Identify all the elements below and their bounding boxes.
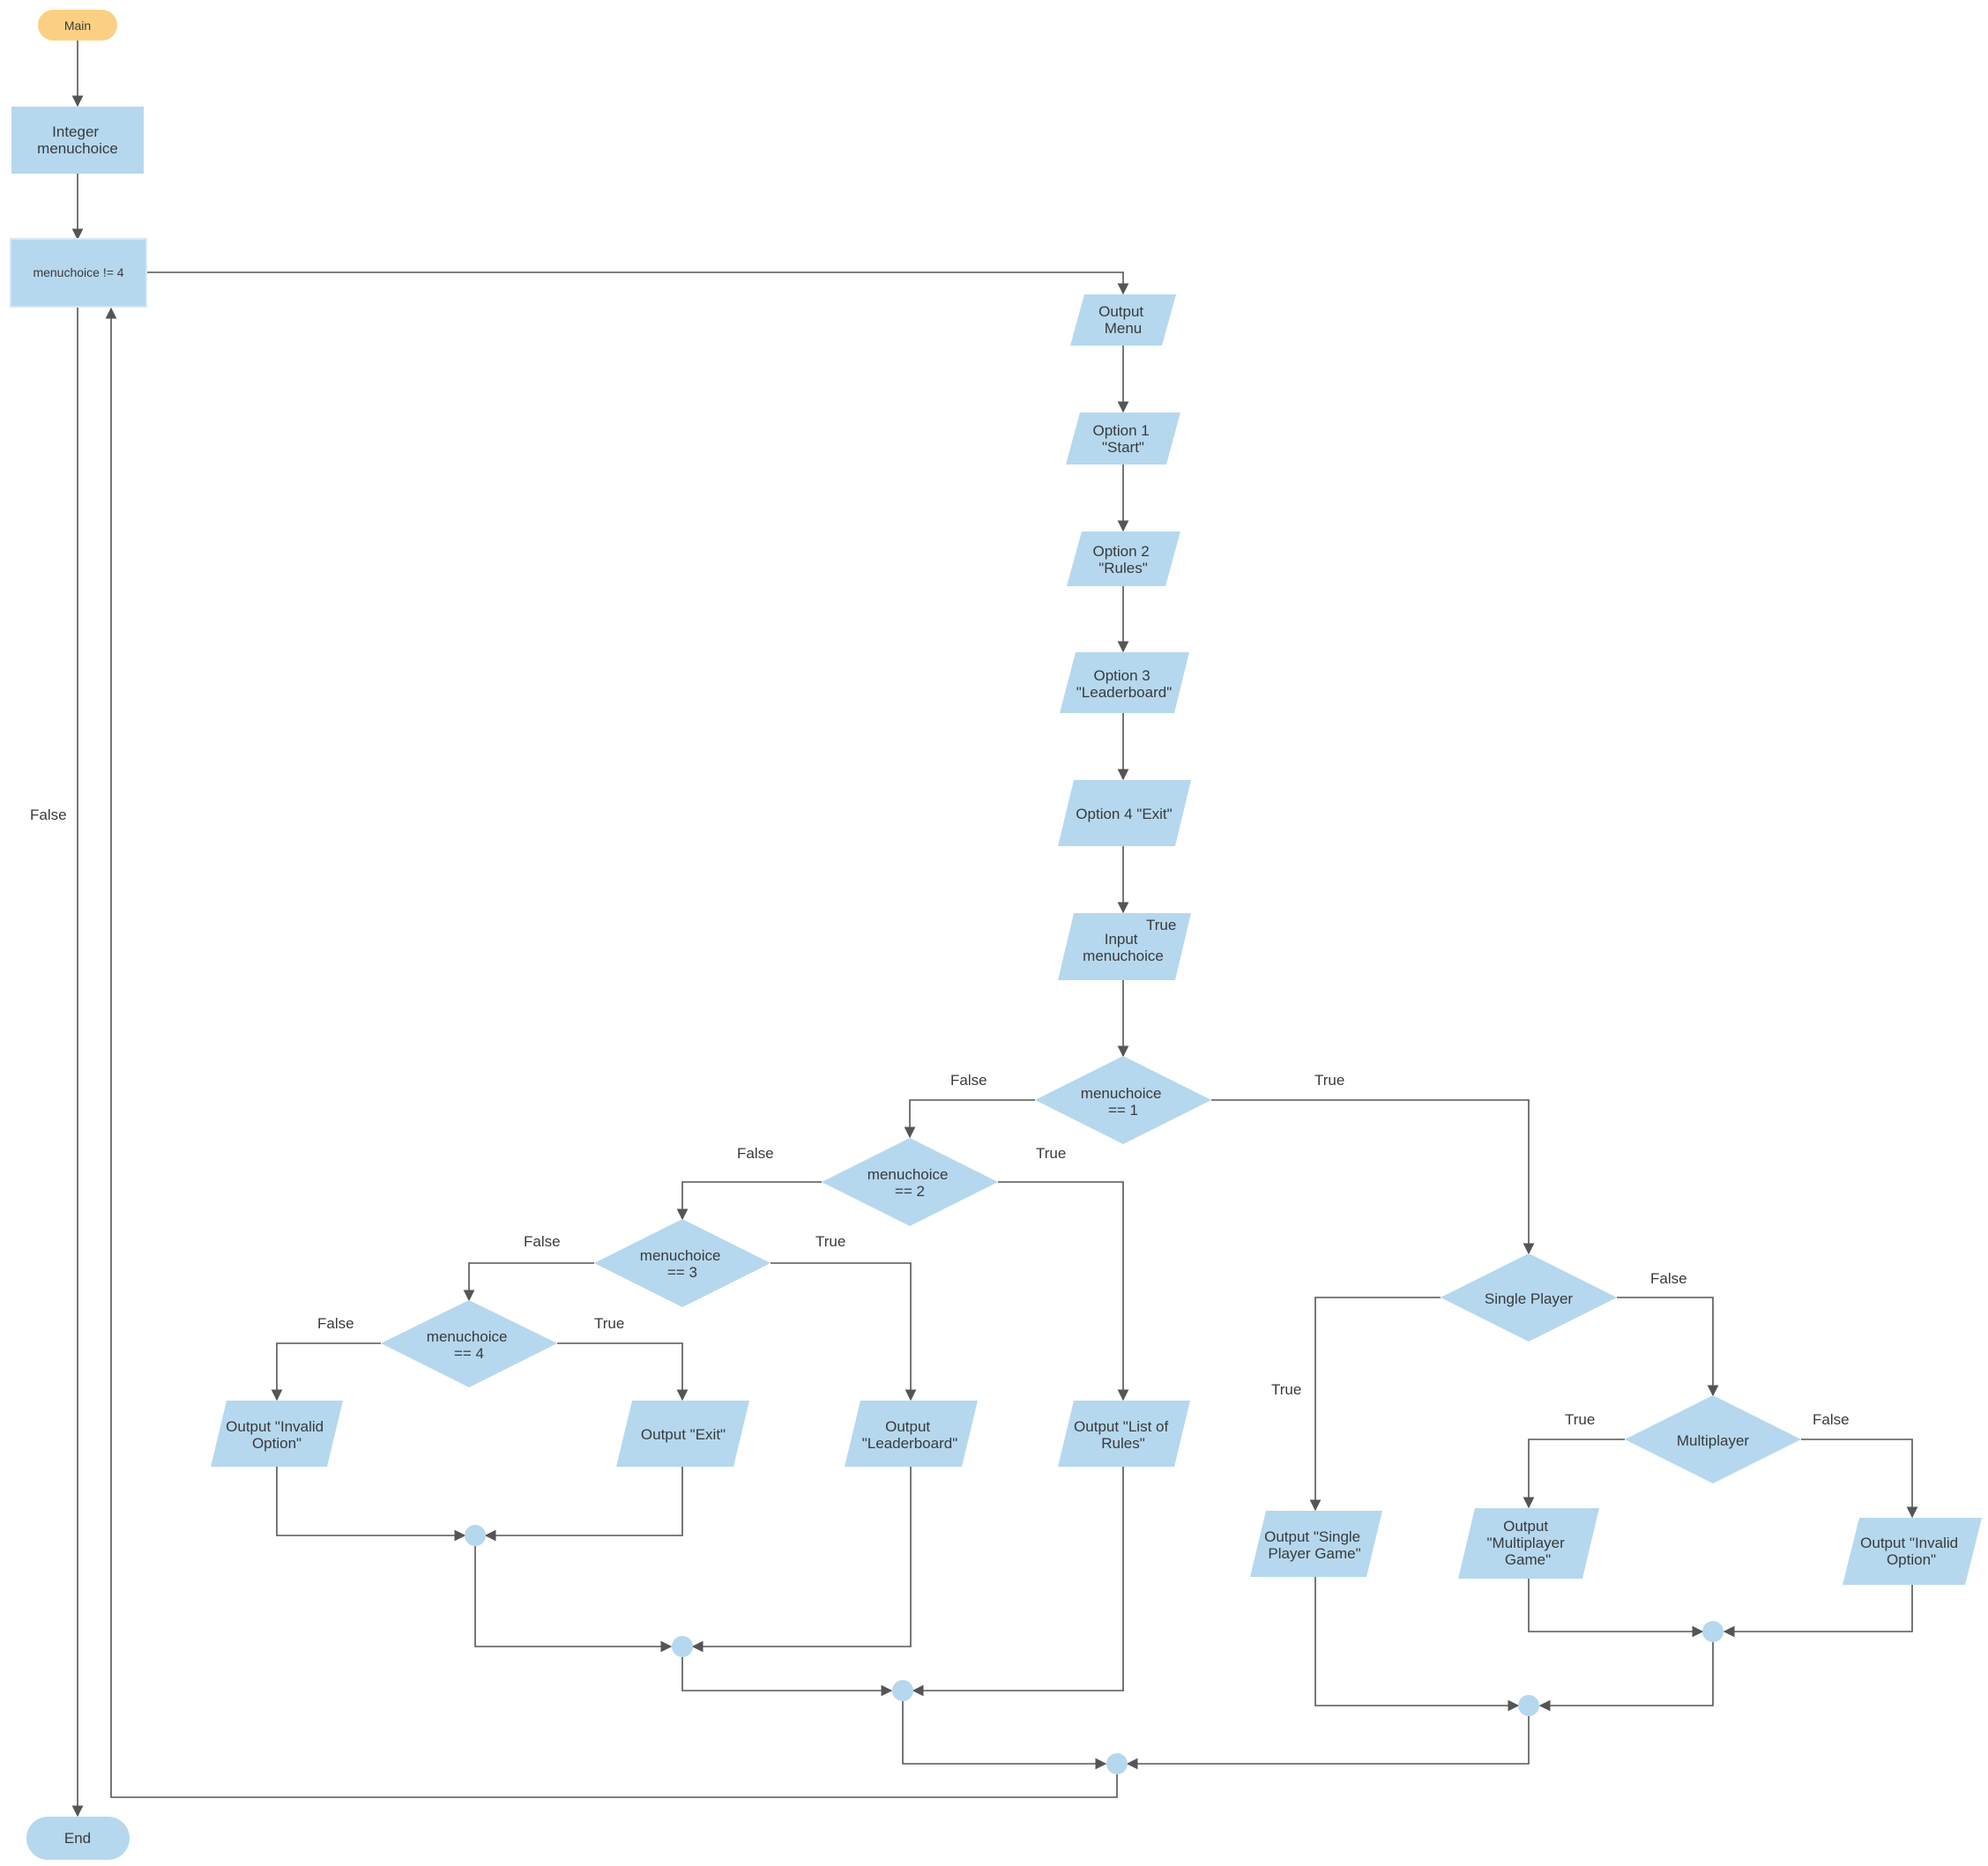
decision-menuchoice-4[interactable]: menuchoice == 4: [381, 1300, 557, 1387]
declare-variable-node[interactable]: Integer menuchoice: [11, 107, 144, 174]
option-3-label: Option 3 "Leaderboard": [1076, 667, 1172, 701]
edge-merge-d-to-merge-e: [1538, 1642, 1714, 1712]
edge-dec4-false: [271, 1342, 381, 1401]
edge-dec3-false: [463, 1262, 594, 1302]
start-node-label: Main: [64, 19, 91, 33]
loop-condition-label: menuchoice != 4: [33, 265, 123, 279]
edge-multi-out-to-merge-d: [1528, 1578, 1704, 1638]
label-multi-false: False: [1813, 1411, 1850, 1428]
edge-merge-e-to-merge-final: [1126, 1716, 1530, 1770]
edge-multi-false: [1801, 1439, 1918, 1519]
edge-leaderboard-to-merge-b: [691, 1466, 912, 1653]
edge-multi-true: [1523, 1439, 1625, 1509]
label-dec2-false: False: [737, 1145, 774, 1162]
merge-connector-c: [892, 1680, 913, 1701]
decision-menuchoice-4-label: menuchoice == 4: [427, 1328, 511, 1362]
decision-menuchoice-2-label: menuchoice == 2: [867, 1166, 952, 1200]
loop-condition-node[interactable]: menuchoice != 4: [10, 238, 147, 308]
decision-multiplayer[interactable]: Multiplayer: [1625, 1395, 1801, 1483]
edge-labels: False True False True False True False T…: [30, 807, 1850, 1428]
label-multi-true: True: [1565, 1411, 1595, 1428]
label-loop-true: True: [1146, 917, 1176, 933]
option-1-label: Option 1 "Start": [1093, 422, 1154, 456]
edge-invalid-right-to-merge-d: [1723, 1584, 1913, 1638]
edge-dec1-false: [904, 1099, 1035, 1139]
output-multiplayer-label: Output "Multiplayer Game": [1487, 1518, 1569, 1568]
label-loop-false: False: [30, 807, 67, 823]
edge-merge-b-to-merge-c: [681, 1657, 893, 1697]
decision-menuchoice-1[interactable]: menuchoice == 1: [1035, 1056, 1211, 1144]
edge-dec1-true: [1211, 1099, 1535, 1255]
edge-single-true: [1309, 1297, 1441, 1512]
input-menuchoice-label: Input menuchoice: [1083, 931, 1164, 964]
label-dec1-false: False: [950, 1072, 987, 1089]
edge-dec2-true: [998, 1181, 1129, 1401]
edges: [71, 41, 1918, 1818]
end-node[interactable]: End: [26, 1817, 130, 1860]
merge-connector-final: [1106, 1753, 1128, 1774]
edge-dec3-true: [771, 1262, 917, 1401]
option-2-label: Option 2 "Rules": [1093, 543, 1154, 576]
edge-loop-true-to-output-menu: [146, 271, 1129, 295]
decision-single-player[interactable]: Single Player: [1441, 1253, 1617, 1342]
output-single-player-label: Output "Single Player Game": [1264, 1528, 1365, 1562]
output-leaderboard-label: Output "Leaderboard": [862, 1418, 957, 1452]
output-leaderboard-node[interactable]: Output "Leaderboard": [845, 1401, 978, 1467]
output-single-player-node[interactable]: Output "Single Player Game": [1250, 1511, 1382, 1577]
decision-single-player-label: Single Player: [1485, 1290, 1574, 1307]
output-invalid-option-left[interactable]: Output "Invalid Option": [211, 1401, 343, 1467]
output-exit-label: Output "Exit": [641, 1426, 726, 1443]
output-menu-node[interactable]: Output Menu: [1070, 294, 1176, 346]
output-menu-label: Output Menu: [1098, 303, 1148, 337]
output-exit-node[interactable]: Output "Exit": [616, 1401, 749, 1467]
merge-connector-e: [1518, 1695, 1539, 1716]
option-2-node[interactable]: Option 2 "Rules": [1067, 532, 1180, 586]
output-invalid-option-right-label: Output "Invalid Option": [1860, 1535, 1962, 1568]
edge-invalid-left-to-merge-a: [276, 1466, 466, 1542]
merge-connector-a: [465, 1525, 486, 1546]
decision-menuchoice-2[interactable]: menuchoice == 2: [822, 1138, 998, 1226]
decision-menuchoice-3[interactable]: menuchoice == 3: [594, 1219, 771, 1307]
merge-connector-b: [672, 1636, 693, 1657]
output-rules-node[interactable]: Output "List of Rules": [1058, 1401, 1190, 1467]
end-node-label: End: [64, 1830, 91, 1847]
declare-variable-label: Integer menuchoice: [37, 123, 118, 157]
option-4-node[interactable]: Option 4 "Exit": [1058, 780, 1191, 846]
merge-connector-d: [1702, 1621, 1724, 1642]
edge-merge-a-to-merge-b: [474, 1546, 673, 1653]
label-single-true: True: [1271, 1381, 1301, 1398]
decision-multiplayer-label: Multiplayer: [1677, 1432, 1750, 1449]
edge-single-false: [1617, 1297, 1719, 1397]
edge-dec4-true: [557, 1342, 689, 1401]
edge-loop-back: [105, 307, 1118, 1798]
start-node[interactable]: Main: [38, 10, 117, 41]
option-3-node[interactable]: Option 3 "Leaderboard": [1060, 652, 1189, 713]
edge-single-out-to-merge-e: [1314, 1576, 1520, 1712]
label-single-false: False: [1650, 1270, 1687, 1287]
decision-menuchoice-3-label: menuchoice == 3: [640, 1247, 725, 1281]
output-invalid-option-right[interactable]: Output "Invalid Option": [1843, 1518, 1982, 1585]
option-1-node[interactable]: Option 1 "Start": [1066, 413, 1180, 465]
edge-rules-to-merge-c: [912, 1466, 1124, 1697]
label-dec4-true: True: [594, 1315, 624, 1332]
label-dec3-true: True: [815, 1233, 845, 1250]
decision-menuchoice-1-label: menuchoice == 1: [1081, 1085, 1165, 1119]
label-dec2-true: True: [1036, 1145, 1066, 1162]
label-dec1-true: True: [1314, 1072, 1344, 1089]
label-dec3-false: False: [524, 1233, 561, 1250]
edge-dec2-false: [676, 1181, 822, 1221]
output-invalid-option-left-label: Output "Invalid Option": [226, 1418, 328, 1452]
option-4-label: Option 4 "Exit": [1076, 806, 1172, 822]
output-multiplayer-node[interactable]: Output "Multiplayer Game": [1458, 1508, 1599, 1579]
input-menuchoice-node[interactable]: Input menuchoice: [1058, 913, 1191, 980]
edge-merge-c-to-merge-final: [902, 1701, 1107, 1770]
edge-exit-to-merge-a: [484, 1466, 683, 1542]
label-dec4-false: False: [317, 1315, 354, 1332]
output-rules-label: Output "List of Rules": [1074, 1418, 1173, 1452]
